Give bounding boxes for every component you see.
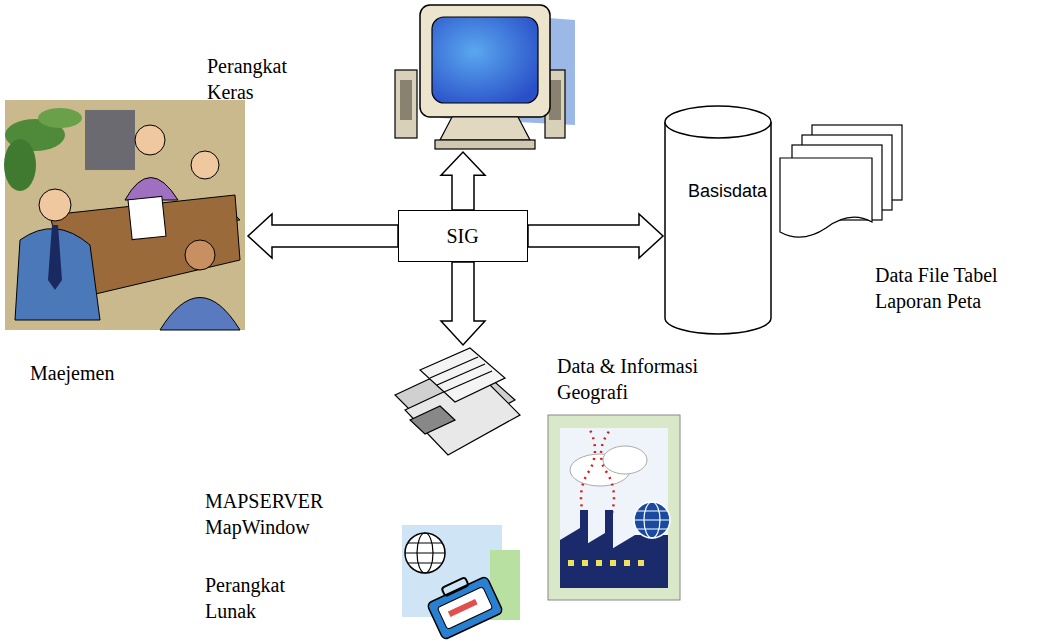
picture-part	[444, 371, 492, 392]
picture-part	[780, 158, 872, 237]
database-label: Basisdata	[688, 180, 788, 203]
picture-part	[568, 560, 644, 566]
picture-part	[549, 80, 561, 120]
block-arrow	[528, 214, 663, 258]
picture-part	[430, 357, 478, 378]
node-label: Perangkat Keras	[207, 53, 319, 105]
disk-picture	[395, 348, 520, 455]
picture-part	[85, 110, 135, 170]
block-arrow	[248, 214, 398, 258]
picture-part	[427, 576, 504, 640]
picture-part	[610, 560, 616, 566]
picture-part	[39, 189, 71, 221]
picture-part	[548, 415, 680, 600]
picture-part	[395, 70, 417, 138]
picture-part	[638, 560, 644, 566]
database-picture	[665, 106, 902, 334]
picture-part	[581, 430, 595, 520]
picture-part	[5, 100, 245, 330]
picture-part	[437, 364, 485, 385]
picture-part	[601, 430, 614, 520]
picture-part	[408, 543, 442, 544]
picture-part	[448, 599, 478, 617]
picture-part	[38, 108, 82, 128]
management-node: Maejemen	[5, 98, 248, 390]
block-arrow	[441, 152, 485, 210]
picture-part	[405, 533, 445, 573]
software-label: Perangkat Lunak	[205, 572, 315, 624]
picture-part	[135, 125, 165, 155]
picture-part	[410, 406, 455, 434]
picture-part	[185, 240, 215, 270]
picture-part	[605, 510, 613, 550]
picture-part	[125, 178, 178, 201]
picture-part	[580, 510, 588, 550]
picture-part	[128, 196, 166, 239]
picture-part	[437, 587, 492, 630]
software-picture	[402, 525, 520, 640]
box-label: SIG	[446, 223, 478, 249]
node-label: Data File Tabel Laporan Peta	[875, 262, 1040, 314]
node-label: Maejemen	[30, 360, 170, 386]
process-box: SIG	[398, 210, 528, 262]
picture-part	[4, 139, 36, 191]
picture-part	[568, 560, 574, 566]
software-label: MAPSERVER MapWindow	[205, 488, 345, 540]
picture-part	[624, 560, 630, 566]
picture-part	[160, 298, 240, 331]
picture-part	[432, 17, 538, 103]
picture-part	[48, 225, 62, 290]
picture-part	[440, 117, 530, 140]
database-node: BasisdataData File Tabel Laporan Peta	[663, 100, 1055, 340]
picture-part	[637, 529, 667, 530]
picture-part	[423, 569, 503, 640]
node-label: Data & Informasi Geografi	[557, 353, 732, 405]
picture-part	[596, 560, 602, 566]
picture-part	[400, 80, 412, 120]
block-arrow	[441, 262, 485, 345]
picture-part	[634, 519, 670, 520]
picture-part	[420, 5, 550, 117]
picture-part	[634, 502, 670, 538]
picture-part	[665, 122, 771, 334]
factory-picture	[548, 415, 680, 600]
picture-part	[637, 511, 667, 512]
picture-part	[191, 151, 219, 179]
picture-part	[405, 552, 445, 553]
picture-part	[420, 348, 505, 402]
picture-part	[603, 446, 647, 474]
picture-part	[441, 577, 468, 596]
picture-part	[435, 140, 535, 149]
picture-part	[665, 106, 771, 138]
hardware-node: Perangkat Keras	[200, 5, 580, 152]
data-node: Data & Informasi Geografi	[385, 345, 770, 465]
management-picture	[4, 100, 245, 330]
picture-part	[582, 560, 588, 566]
picture-part	[408, 563, 442, 564]
computer-picture	[395, 5, 575, 149]
